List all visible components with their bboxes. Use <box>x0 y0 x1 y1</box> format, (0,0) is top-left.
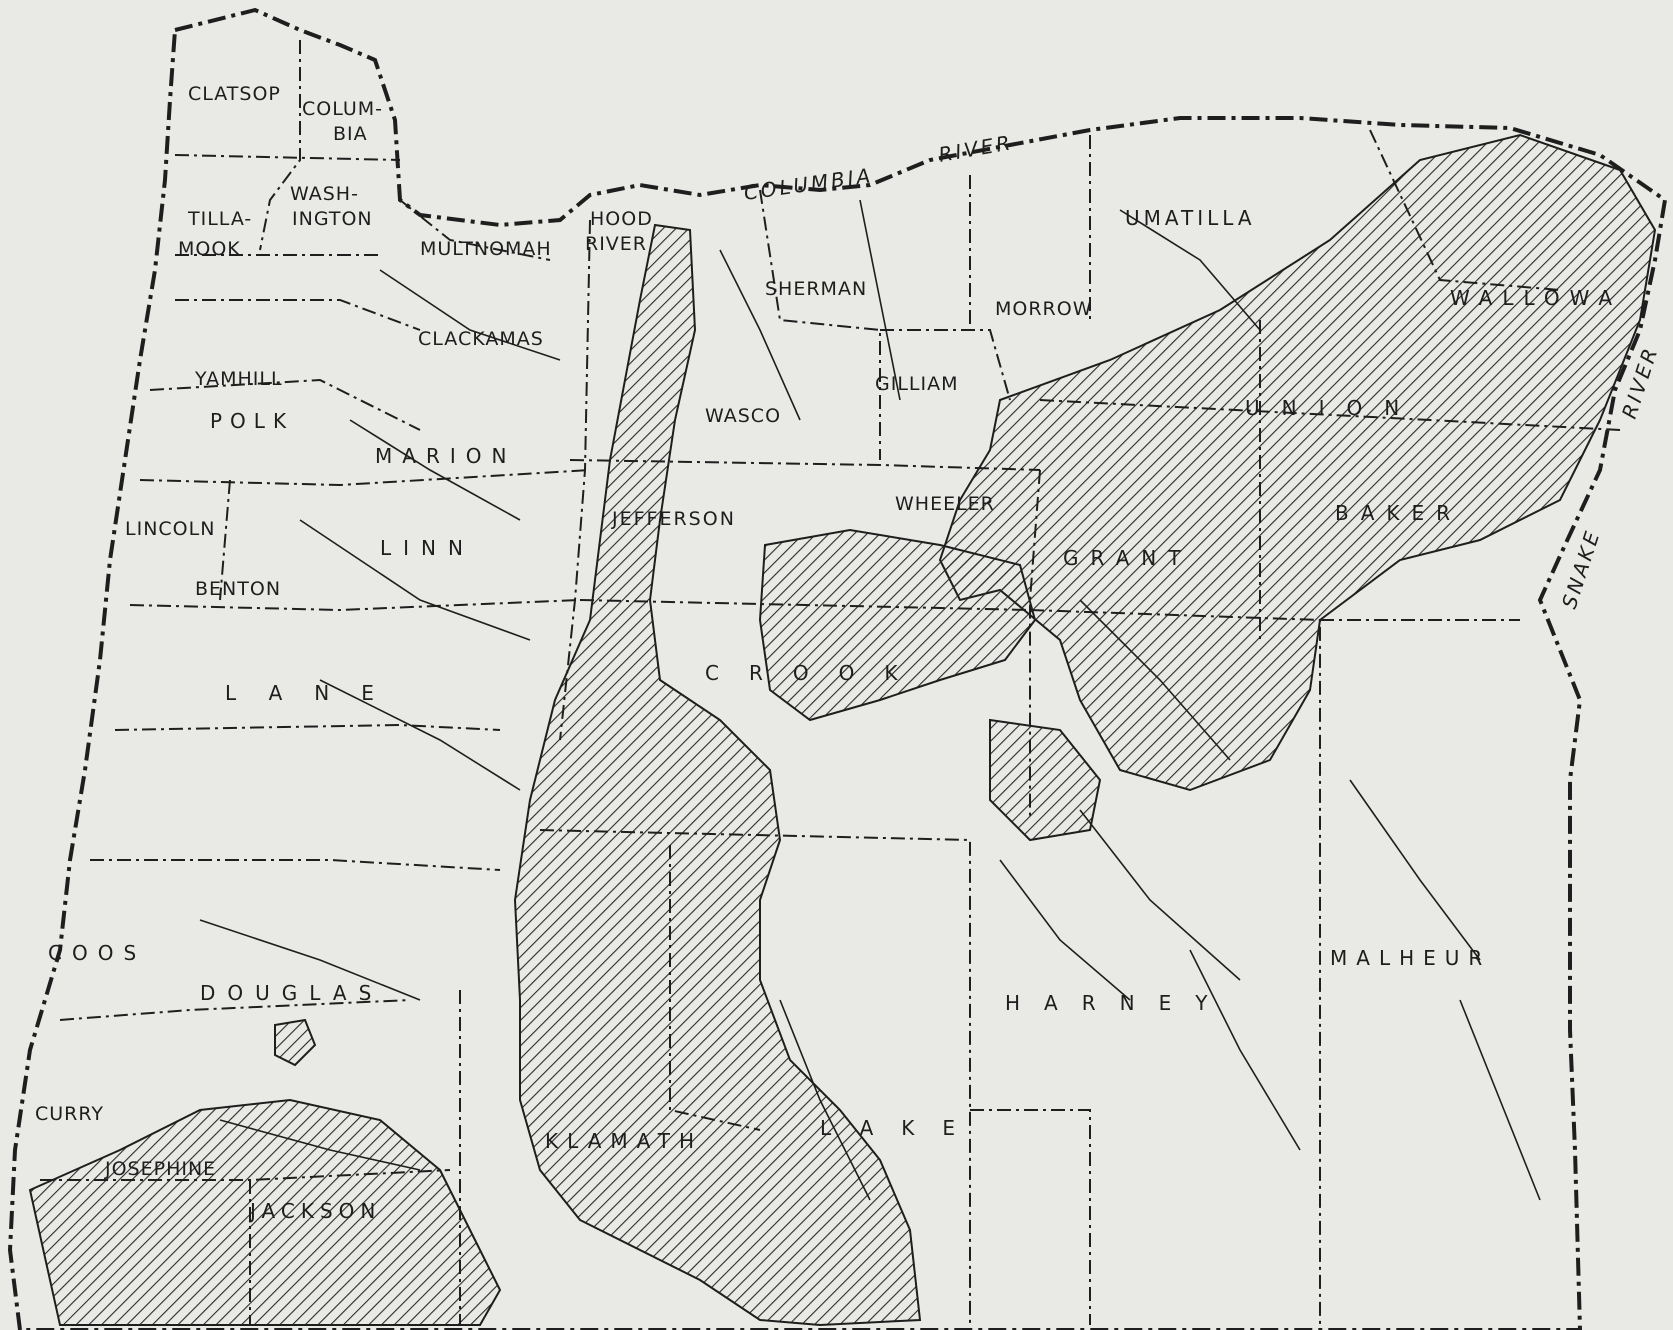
county-label-jefferson: JEFFERSON <box>611 508 736 530</box>
columbia-river-label: COLUMBIA <box>742 163 874 205</box>
county-label-malheur: MALHEUR <box>1330 946 1491 970</box>
snake-river-label: SNAKE <box>1557 526 1605 611</box>
county-label-yamhill: YAMHILL <box>194 368 283 390</box>
douglas-spot-hatch <box>274 1018 317 1067</box>
county-lines <box>40 40 1621 1325</box>
county-label-multnomah: MULTNOMAH <box>420 238 552 260</box>
county-label-hood-river-top: HOOD <box>590 208 653 230</box>
streams <box>199 199 1541 1201</box>
county-label-baker: BAKER <box>1335 501 1462 525</box>
county-label-wallowa: WALLOWA <box>1450 286 1622 310</box>
county-label-klamath: KLAMATH <box>545 1129 703 1153</box>
columbia-river-word-label: RIVER <box>937 130 1015 167</box>
county-label-hood-river-bottom: RIVER <box>585 233 647 255</box>
county-label-wheeler: WHEELER <box>895 493 995 515</box>
county-label-polk: POLK <box>210 409 294 433</box>
siskiyou-hatch <box>28 1098 502 1326</box>
hatched-regions <box>28 133 1657 1327</box>
county-label-jackson: JACKSON <box>248 1199 381 1223</box>
state-outline <box>7 7 1668 1330</box>
county-label-clackamas: CLACKAMAS <box>418 328 544 350</box>
county-label-lake: LAKE <box>820 1116 983 1140</box>
county-label-lincoln: LINCOLN <box>125 518 215 540</box>
county-label-sherman: SHERMAN <box>765 278 867 300</box>
county-label-crook: CROOK <box>705 661 927 685</box>
county-label-tillamook-bottom: MOOK <box>178 238 241 260</box>
county-label-columbia-top: COLUM- <box>302 98 383 120</box>
county-label-douglas: DOUGLAS <box>200 981 383 1005</box>
county-label-wasco: WASCO <box>705 405 781 427</box>
county-label-washington-top: WASH- <box>290 183 359 205</box>
cascade-range-hatch <box>513 223 922 1327</box>
county-label-lane: LANE <box>225 681 406 705</box>
county-label-umatilla: UMATILLA <box>1125 206 1256 230</box>
ochoco-hatch <box>758 528 1037 722</box>
county-label-gilliam: GILLIAM <box>875 373 959 395</box>
county-label-union: UNION <box>1245 396 1421 420</box>
county-label-curry: CURRY <box>35 1103 104 1125</box>
county-labels: CLATSOP COLUM- BIA WASH- INGTON TILLA- M… <box>35 83 1622 1223</box>
county-label-morrow: MORROW <box>995 298 1093 320</box>
county-label-tillamook-top: TILLA- <box>187 208 252 230</box>
strawberry-hatch <box>989 718 1102 842</box>
county-label-coos: COOS <box>48 941 146 965</box>
county-label-clatsop: CLATSOP <box>188 83 281 105</box>
county-label-harney: HARNEY <box>1005 991 1231 1015</box>
county-label-benton: BENTON <box>195 578 281 600</box>
county-label-washington-bottom: INGTON <box>292 208 373 230</box>
county-label-josephine: JOSEPHINE <box>104 1158 216 1180</box>
county-label-columbia-bottom: BIA <box>333 123 368 145</box>
county-label-marion: MARION <box>375 444 516 468</box>
county-label-linn: LINN <box>380 536 475 560</box>
blue-mountains-hatch <box>938 133 1657 792</box>
county-label-grant: GRANT <box>1063 546 1192 570</box>
